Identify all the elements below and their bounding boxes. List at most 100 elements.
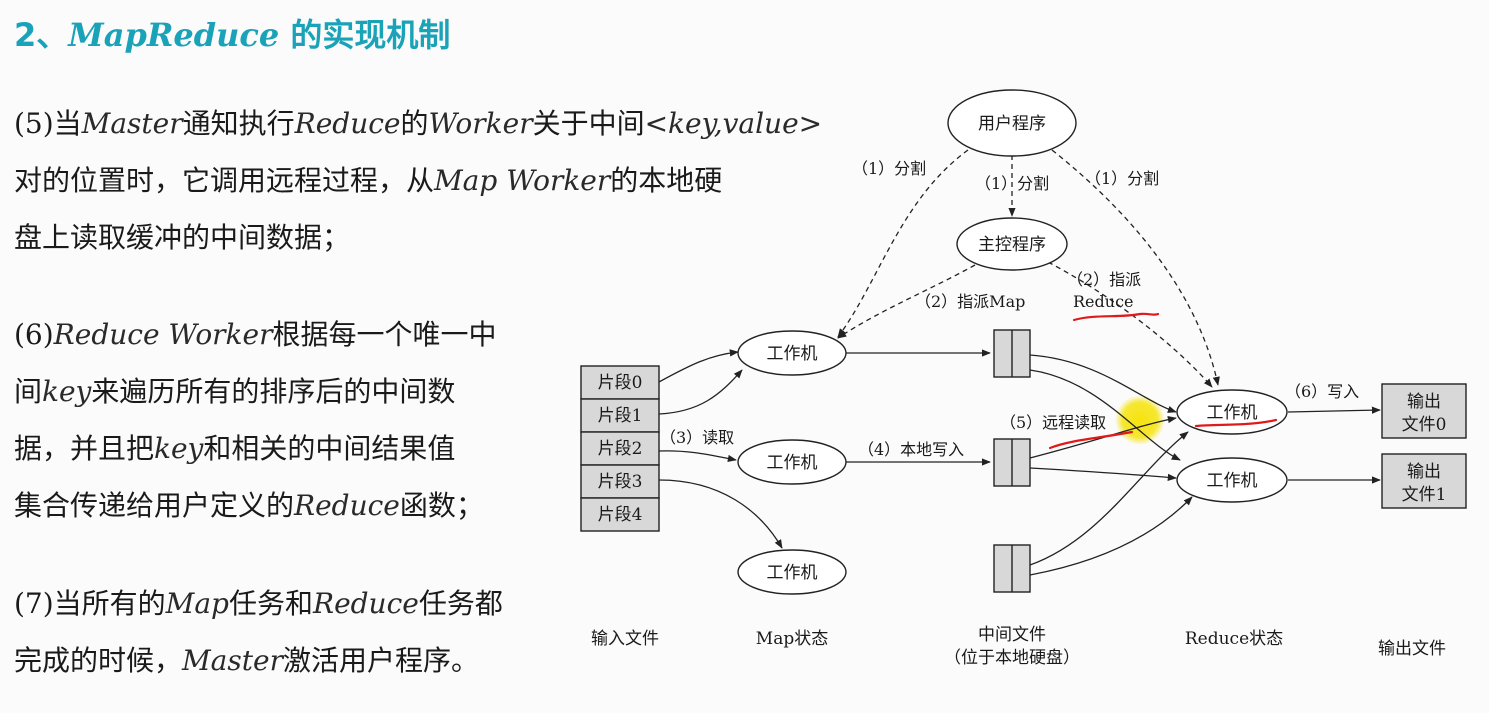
arrow-split0-to-worker — [658, 349, 739, 383]
arrow-reduce0-to-output0 — [1287, 406, 1381, 414]
title-number: 2、 — [14, 16, 69, 54]
text: (6) — [14, 318, 54, 351]
term: Reduce — [312, 587, 419, 620]
arrow-file1-to-reduce1 — [1029, 369, 1181, 461]
input-split-label: 片段1 — [598, 406, 643, 426]
text: 对的位置时，它调用远程过程，从 — [14, 164, 435, 197]
title-english: MapReduce — [68, 16, 280, 54]
text: 激活用户程序。 — [282, 644, 479, 677]
arrow-file3-to-reduce1 — [1029, 496, 1193, 576]
term: Map Worker — [434, 164, 611, 197]
split-label-right: （1）分割 — [1085, 169, 1159, 188]
output-file-label: 输出 — [1407, 392, 1441, 412]
input-split-label: 片段4 — [598, 505, 643, 525]
write-label: （6）写入 — [1285, 382, 1359, 401]
paragraph-line: (7)当所有的Map任务和Reduce任务都 — [14, 575, 503, 632]
arrow-file2-to-reduce1 — [1029, 467, 1177, 481]
map-worker-label: 工作机 — [767, 563, 818, 583]
paragraph-line: (6)Reduce Worker根据每一个唯一中 — [14, 306, 497, 363]
output-file-label: 文件0 — [1402, 415, 1447, 435]
arrow-split1-to-worker — [658, 369, 743, 415]
paragraph-line: 对的位置时，它调用远程过程，从Map Worker的本地硬 — [14, 152, 822, 209]
text: 根据每一个唯一中 — [272, 318, 497, 351]
cursor-highlight — [1115, 395, 1165, 445]
text: 函数； — [399, 489, 484, 522]
paragraph-line: 据，并且把key和相关的中间结果值 — [14, 420, 497, 477]
map-worker-node-2 — [737, 439, 847, 485]
text: 任务和 — [228, 587, 313, 620]
remote-read-label: （5）远程读取 — [1000, 413, 1106, 432]
term: key — [154, 432, 204, 465]
text: 据，并且把 — [14, 432, 155, 465]
map-worker-node-3 — [737, 549, 847, 595]
input-split-box-4 — [580, 497, 660, 532]
output-file-box-1 — [1381, 453, 1467, 509]
user-program-node — [947, 89, 1077, 157]
stage-label-map: Map状态 — [756, 629, 828, 649]
annotation-underline-reduce-worker — [1194, 418, 1278, 428]
input-split-label: 片段3 — [598, 472, 643, 492]
paragraph-line: 盘上读取缓冲的中间数据； — [14, 209, 822, 266]
title-chinese: 的实现机制 — [279, 16, 451, 54]
arrow-file3-to-reduce0 — [1029, 431, 1189, 566]
term: <key,value> — [644, 107, 823, 140]
text: 来遍历所有的排序后的中间数 — [91, 375, 456, 408]
text: 完成的时候， — [14, 644, 183, 677]
term: Reduce — [294, 489, 400, 522]
read-label: （3）读取 — [660, 428, 734, 447]
assign-reduce-label: （2）指派 — [1067, 270, 1141, 289]
output-file-label: 输出 — [1407, 462, 1441, 482]
text: (5)当 — [14, 107, 82, 140]
stage-label-intermediate: （位于本地硬盘） — [944, 648, 1080, 668]
term: Master — [81, 107, 183, 140]
annotation-underline-remote-read — [1048, 430, 1134, 450]
arrow-assign-reduce — [1047, 261, 1213, 388]
text: 的 — [400, 107, 429, 140]
paragraph-line: (5)当Master通知执行Reduce的Worker关于中间<key,valu… — [14, 95, 822, 152]
split-label-middle: （1）分割 — [975, 174, 1049, 193]
input-split-box-3 — [580, 464, 660, 499]
text: 任务都 — [418, 587, 503, 620]
arrow-split-to-map-worker — [837, 149, 969, 338]
stage-label-output: 输出文件 — [1378, 639, 1446, 659]
input-split-label: 片段2 — [598, 439, 643, 459]
text: 集合传递给用户定义的 — [14, 489, 295, 522]
arrow-split3-to-worker — [658, 479, 783, 549]
term: Worker — [428, 107, 533, 140]
output-file-box-0 — [1381, 383, 1467, 439]
master-program-node — [956, 217, 1068, 271]
text: 间 — [14, 375, 43, 408]
text: 通知执行 — [182, 107, 295, 140]
annotation-underline-reduce — [1072, 312, 1160, 322]
reduce-worker-label: 工作机 — [1207, 471, 1258, 491]
arrow-assign-map — [837, 264, 976, 339]
paragraph-step-5: (5)当Master通知执行Reduce的Worker关于中间<key,valu… — [14, 95, 822, 266]
stage-label-reduce: Reduce状态 — [1185, 629, 1283, 649]
text: 关于中间 — [532, 107, 645, 140]
text: 和相关的中间结果值 — [203, 432, 456, 465]
master-program-label: 主控程序 — [978, 235, 1046, 255]
text: 的本地硬 — [610, 164, 723, 197]
stage-label-intermediate: 中间文件 — [978, 625, 1046, 645]
text: (7)当所有的 — [14, 587, 166, 620]
split-label-left: （1）分割 — [852, 159, 926, 178]
paragraph-line: 完成的时候，Master激活用户程序。 — [14, 632, 503, 689]
paragraph-line: 间key来遍历所有的排序后的中间数 — [14, 363, 497, 420]
term: Map — [165, 587, 229, 620]
map-worker-label: 工作机 — [767, 453, 818, 473]
reduce-worker-label: 工作机 — [1207, 403, 1258, 423]
assign-reduce-label: Reduce — [1073, 292, 1134, 311]
input-split-label: 片段0 — [598, 373, 643, 393]
user-program-label: 用户程序 — [978, 114, 1046, 134]
term: Reduce Worker — [53, 318, 273, 351]
page-title: 2、MapReduce 的实现机制 — [14, 10, 450, 56]
map-worker-label: 工作机 — [767, 344, 818, 364]
text: 盘上读取缓冲的中间数据； — [14, 221, 351, 254]
term: Master — [182, 644, 283, 677]
local-write-label: （4）本地写入 — [858, 440, 964, 459]
term: key — [42, 375, 92, 408]
assign-map-label: （2）指派Map — [915, 292, 1025, 311]
term: Reduce — [294, 107, 401, 140]
output-file-label: 文件1 — [1402, 485, 1447, 505]
